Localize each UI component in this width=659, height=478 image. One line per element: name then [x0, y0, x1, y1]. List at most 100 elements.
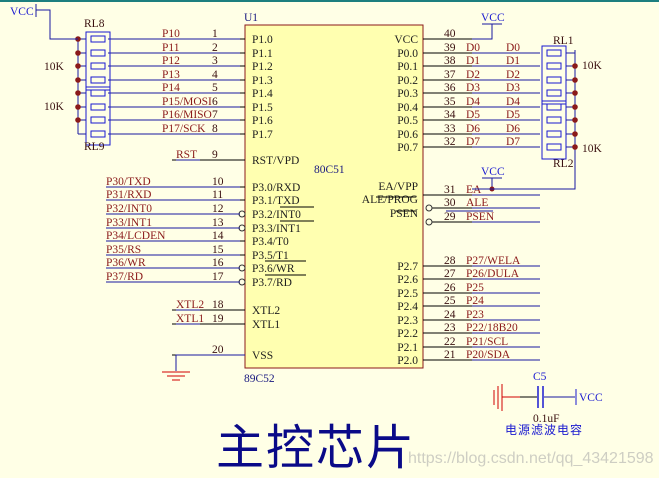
- pin-number: 29: [444, 211, 456, 223]
- net-label: P21/SCL: [466, 336, 508, 348]
- pin-label: P0.6: [397, 129, 418, 141]
- junction-dot: [75, 77, 81, 83]
- resistor-element: [546, 130, 562, 138]
- pin-number: 16: [212, 257, 224, 269]
- wire: [472, 50, 576, 190]
- pin-label: XTL1: [252, 319, 280, 331]
- net-label: P23: [466, 309, 484, 321]
- pin-label: P0.4: [397, 102, 418, 114]
- junction-dot: [75, 63, 81, 69]
- pin-number: 25: [444, 295, 456, 307]
- net-label: D5: [466, 109, 480, 121]
- pin-label: P1.3: [252, 75, 273, 87]
- net-label: P13: [162, 69, 180, 81]
- net-label: D2: [506, 69, 520, 81]
- pin-number: 5: [212, 82, 218, 94]
- pin-label: VSS: [252, 350, 273, 362]
- junction-dot: [75, 90, 81, 96]
- net-label: XTL1: [176, 313, 204, 325]
- resistor-value: 10K: [44, 61, 65, 73]
- pin-label: P1.7: [252, 129, 273, 141]
- resistor-network-box: [85, 86, 111, 146]
- net-label: P31/RXD: [106, 189, 151, 201]
- pin-label: P2.4: [397, 301, 418, 313]
- pin-number: 8: [212, 123, 218, 135]
- net-label: P12: [162, 55, 180, 67]
- pin-label: XTL2: [252, 305, 280, 317]
- pin-number: 32: [444, 136, 456, 148]
- pin-label: P3.3/INT1: [252, 223, 301, 235]
- pin-number: 3: [212, 55, 218, 67]
- net-label: P26/DULA: [466, 268, 520, 280]
- net-label: P34/LCDEN: [106, 230, 166, 242]
- capacitor-designator: C5: [533, 371, 547, 383]
- net-label: P33/INT1: [106, 217, 152, 229]
- pin-label: P1.6: [252, 115, 273, 127]
- pin-label: P1.0: [252, 34, 273, 46]
- pin-number: 9: [212, 149, 218, 161]
- net-label: P17/SCK: [162, 123, 206, 135]
- resistor-designator-rl2: RL2: [553, 158, 574, 170]
- pin-number: 34: [444, 109, 456, 121]
- pin-number: 31: [444, 184, 456, 196]
- pin-number: 15: [212, 244, 224, 256]
- net-label: P32/INT0: [106, 203, 152, 215]
- pin-number: 1: [212, 28, 218, 40]
- net-label: P30/TXD: [106, 176, 151, 188]
- pin-label: P3.7/RD: [252, 277, 292, 289]
- resistor-element: [90, 49, 106, 57]
- net-label: P10: [162, 28, 180, 40]
- pin-number: 4: [212, 69, 218, 81]
- junction-dot: [572, 117, 578, 123]
- pin-number: 38: [444, 55, 456, 67]
- pin-label: RST/VPD: [252, 155, 299, 167]
- pin-number: 14: [212, 230, 224, 242]
- pin-label: P2.2: [397, 328, 418, 340]
- resistor-element: [90, 116, 106, 124]
- resistor-element: [90, 35, 106, 43]
- pin-label: P2.6: [397, 274, 418, 286]
- gnd-wire: [175, 354, 245, 371]
- inversion-bubble: [425, 204, 433, 212]
- capacitor-value: 0.1uF: [533, 413, 560, 425]
- net-label: ALE: [466, 197, 488, 209]
- chip-type-label: 80C51: [314, 164, 345, 176]
- pin-label: VCC: [394, 34, 418, 46]
- capacitor-caption: 电源滤波电容: [505, 423, 584, 437]
- resistor-network-box: [541, 45, 567, 105]
- pin-label: P3.6/WR: [252, 263, 295, 275]
- pin-label: P0.5: [397, 115, 418, 127]
- watermark: https://blog.csdn.net/qq_43421598: [408, 450, 654, 467]
- pin-label: PSEN: [390, 208, 419, 220]
- resistor-element: [546, 62, 562, 70]
- junction-dot: [75, 104, 81, 110]
- pin-number: 40: [444, 28, 456, 40]
- junction-dot: [572, 63, 578, 69]
- vcc-wire: [472, 24, 493, 40]
- net-label: D7: [506, 136, 520, 148]
- resistor-element: [546, 103, 562, 111]
- junction-dot: [572, 144, 578, 150]
- net-label: P36/WR: [106, 257, 146, 269]
- pin-number: 36: [444, 82, 456, 94]
- net-label: D3: [466, 82, 480, 94]
- pin-label: P2.7: [397, 261, 418, 273]
- junction-dot: [75, 50, 81, 56]
- resistor-element: [90, 89, 106, 97]
- inversion-bubble: [425, 218, 433, 226]
- junction-dot: [75, 117, 81, 123]
- vcc-label: VCC: [579, 392, 603, 404]
- resistor-element: [90, 62, 106, 70]
- pin-number: 12: [212, 203, 224, 215]
- pin-number: 6: [212, 96, 218, 108]
- resistor-designator-rl8: RL8: [84, 18, 105, 30]
- resistor-designator-rl9: RL9: [84, 141, 105, 153]
- pin-number: 24: [444, 309, 456, 321]
- pin-label: P0.1: [397, 61, 418, 73]
- net-label: XTL2: [176, 299, 204, 311]
- chip-part-name: 89C52: [244, 373, 275, 385]
- pin-number: 27: [444, 268, 456, 280]
- pin-label: P3.4/T0: [252, 236, 289, 248]
- pin-number: 35: [444, 96, 456, 108]
